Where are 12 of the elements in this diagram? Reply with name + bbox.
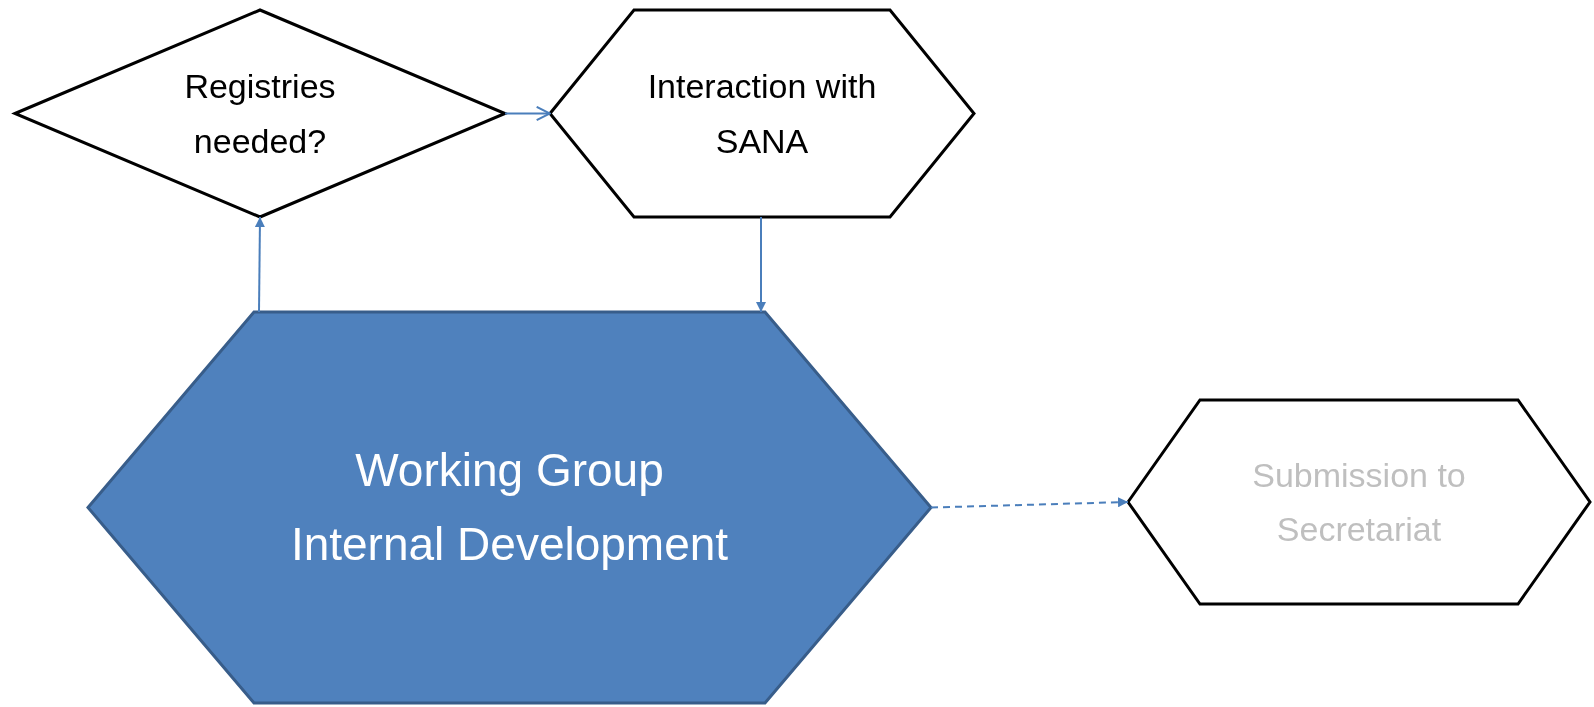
process-hexagon xyxy=(548,8,976,219)
process-hexagon xyxy=(1126,398,1592,606)
decision-diamond xyxy=(11,8,509,219)
node-label: Submission to Secretariat xyxy=(1251,454,1467,550)
arrow xyxy=(756,216,766,313)
node-label: Interaction with SANA xyxy=(646,66,878,162)
arrow xyxy=(930,497,1129,509)
arrow xyxy=(504,105,551,122)
node-label: Registries needed? xyxy=(183,66,337,162)
arrow xyxy=(254,216,265,313)
node-label: Working Group Internal Development xyxy=(289,442,730,572)
process-hexagon xyxy=(86,310,933,705)
